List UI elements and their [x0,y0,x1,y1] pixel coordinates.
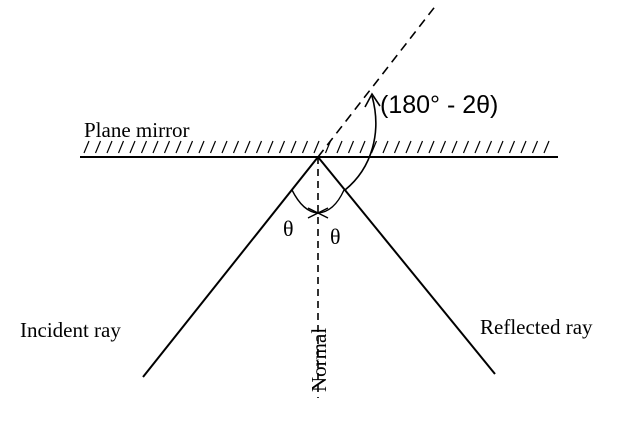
mirror-hatch-mark [278,140,286,154]
mirror-hatch-mark [198,140,205,154]
mirror-hatch-mark [117,140,125,154]
mirror-hatch-mark [106,140,113,154]
mirror-hatch-mark [244,140,251,154]
mirror-hatch-mark [474,140,481,154]
mirror-hatch-mark [209,140,217,154]
incident-ray-extension [317,3,438,158]
mirror-hatch-mark [428,140,435,154]
theta-left-arc [291,189,319,214]
mirror-hatch-mark [221,140,228,154]
mirror-hatch-mark [531,140,539,154]
theta-right-arc [317,189,345,214]
mirror-hatch-mark [129,140,136,154]
incident-ray-label: Incident ray [20,318,121,342]
mirror-hatch-mark [485,140,493,154]
mirror-hatch-mark [416,140,424,154]
theta-right-label: θ [330,224,341,249]
reflected-ray-label: Reflected ray [480,315,593,339]
mirror-hatch-mark [405,140,412,154]
mirror-hatch-mark [462,140,470,154]
mirror-hatch-mark [267,140,274,154]
mirror-hatch-mark [83,140,90,154]
mirror-hatch-mark [543,140,550,154]
incident-ray-line [142,156,319,378]
mirror-hatch-mark [290,140,297,154]
mirror-hatching [83,140,550,154]
theta-left-label: θ [283,216,294,241]
mirror-hatch-mark [439,140,447,154]
mirror-hatch-mark [393,140,401,154]
deviation-label: (180° - 2θ) [380,91,498,119]
mirror-hatch-mark [94,140,102,154]
mirror-hatch-mark [163,140,171,154]
mirror-hatch-mark [497,140,504,154]
theta-right-arrowhead [316,207,329,219]
mirror-hatch-mark [175,140,182,154]
mirror-hatch-mark [382,140,389,154]
reflected-ray-line [317,156,496,375]
mirror-hatch-mark [301,140,309,154]
mirror-hatch-mark [359,140,366,154]
mirror-label: Plane mirror [84,118,190,142]
mirror-hatch-mark [347,140,355,154]
mirror-hatch-mark [255,140,263,154]
mirror-hatch-mark [140,140,148,154]
mirror-hatch-mark [232,140,240,154]
mirror-hatch-mark [186,140,194,154]
mirror-hatch-mark [508,140,516,154]
mirror-hatch-mark [336,140,343,154]
mirror-hatch-mark [520,140,527,154]
deviation-arc [344,95,377,191]
deviation-arrowhead [364,92,381,108]
mirror-hatch-mark [313,140,320,154]
normal-label: Normal [307,328,331,392]
mirror-hatch-mark [152,140,159,154]
mirror-hatch-mark [451,140,458,154]
